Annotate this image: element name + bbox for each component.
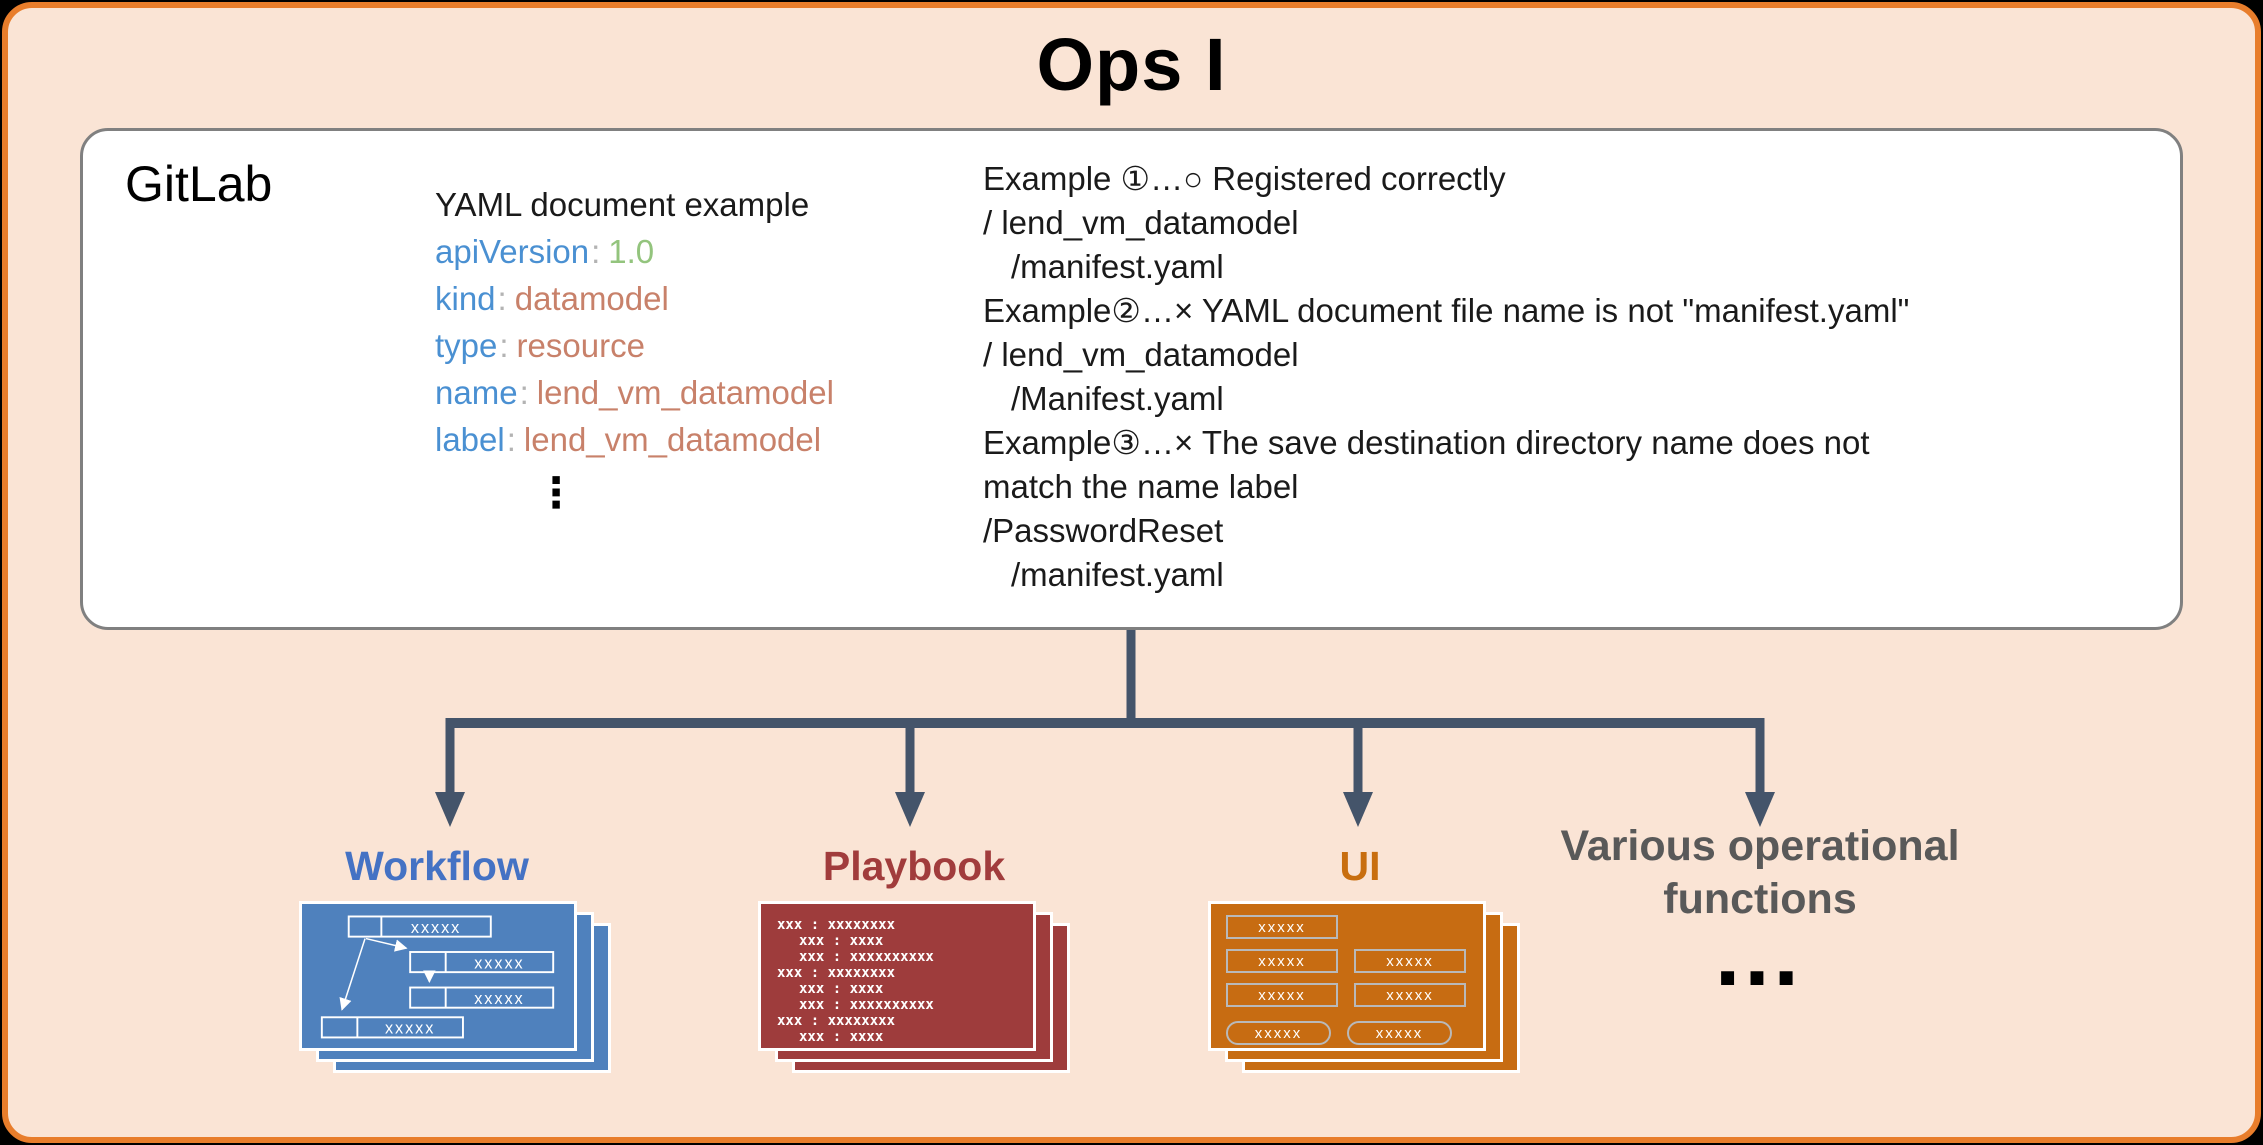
- slide-title: Ops I: [1036, 23, 1227, 106]
- yaml-separator: :: [497, 280, 507, 317]
- playbook-line: xxx : xxxxxxxxxx: [799, 949, 934, 965]
- gitlab-label: GitLab: [125, 156, 273, 212]
- flow-arrow: [339, 938, 366, 1011]
- task-bar-label: xxxxx: [385, 1020, 435, 1038]
- playbook-line: xxx : xxxx: [799, 933, 884, 949]
- example-line: match the name label: [983, 468, 1299, 505]
- task-bar: [347, 915, 492, 938]
- playbook-line: xxx : xxxxxxxx: [777, 917, 896, 933]
- task-bar-label: xxxxx: [411, 919, 461, 937]
- various-functions-label: Various operational functions: [1560, 822, 1960, 923]
- ui-label: UI: [1339, 843, 1381, 889]
- ui-field: xxxxx: [1226, 949, 1338, 973]
- example-line: /manifest.yaml: [1011, 556, 1224, 593]
- example-line: /manifest.yaml: [1011, 248, 1224, 285]
- workflow-label: Workflow: [345, 843, 529, 889]
- playbook-code: xxx : xxxxxxxx xxx : xxxx xxx : xxxxxxxx…: [761, 904, 1033, 1048]
- yaml-value: datamodel: [514, 280, 669, 317]
- task-bar-label: xxxxx: [474, 990, 524, 1008]
- yaml-continuation-ellipsis: ⋮: [535, 469, 577, 516]
- playbook-label: Playbook: [822, 843, 1006, 889]
- playbook-card: xxx : xxxxxxxx xxx : xxxx xxx : xxxxxxxx…: [758, 901, 1072, 1077]
- workflow-card: xxxxx xxxxx xxxxx xxxxx: [299, 901, 613, 1077]
- more-functions-ellipsis: …: [1711, 903, 1809, 1005]
- playbook-line: xxx : xxxx: [799, 1029, 884, 1045]
- yaml-row-kind: kind:datamodel: [435, 275, 834, 322]
- ui-button-pill: xxxxx: [1347, 1021, 1452, 1045]
- ui-field: xxxxx: [1226, 983, 1338, 1007]
- example-line: Example ①…○ Registered correctly: [983, 160, 1506, 197]
- yaml-value: lend_vm_datamodel: [536, 374, 834, 411]
- yaml-value: 1.0: [608, 233, 655, 270]
- example-line: /Manifest.yaml: [1011, 380, 1224, 417]
- task-bar-label: xxxxx: [474, 954, 524, 972]
- example-line: Example②…× YAML document file name is no…: [983, 292, 1910, 329]
- yaml-row-type: type:resource: [435, 322, 834, 369]
- workflow-diagram: xxxxx xxxxx xxxxx xxxxx: [320, 915, 555, 1039]
- example-line: / lend_vm_datamodel: [983, 336, 1299, 373]
- yaml-separator: :: [591, 233, 601, 270]
- yaml-separator: :: [519, 374, 529, 411]
- ui-field: xxxxx: [1354, 949, 1466, 973]
- task-bar: [409, 951, 555, 974]
- yaml-key: apiVersion: [435, 233, 590, 270]
- gitlab-panel: GitLab YAML document example apiVersion:…: [80, 128, 2183, 630]
- registration-examples-block: Example ①…○ Registered correctly / lend_…: [983, 157, 1909, 597]
- yaml-example-block: YAML document example apiVersion:1.0 kin…: [435, 181, 834, 516]
- yaml-example-header: YAML document example: [435, 186, 810, 223]
- yaml-key: label: [435, 421, 505, 458]
- example-line: Example③…× The save destination director…: [983, 424, 1870, 461]
- card-layer-front: xxxxx xxxxx xxxxx xxxxx: [299, 901, 577, 1051]
- yaml-value: resource: [516, 327, 645, 364]
- yaml-value: lend_vm_datamodel: [523, 421, 822, 458]
- playbook-line: xxx : xxxxxxxxxx: [799, 997, 934, 1013]
- playbook-line: xxx : xxxxxxxx: [777, 965, 896, 981]
- yaml-key: kind: [435, 280, 496, 317]
- card-layer-front: xxx : xxxxxxxx xxx : xxxx xxx : xxxxxxxx…: [758, 901, 1036, 1051]
- flow-arrow: [365, 937, 408, 952]
- ui-field: xxxxx: [1226, 915, 1338, 939]
- yaml-row-name: name:lend_vm_datamodel: [435, 369, 834, 416]
- yaml-key: name: [435, 374, 518, 411]
- ui-card: xxxxx xxxxx xxxxx xxxxx xxxxx xxxxx xxxx…: [1208, 901, 1522, 1077]
- yaml-row-apiversion: apiVersion:1.0: [435, 228, 834, 275]
- yaml-row-label: label:lend_vm_datamodel: [435, 416, 834, 463]
- ui-button-pill: xxxxx: [1226, 1021, 1331, 1045]
- playbook-line: xxx : xxxxxxxx: [777, 1013, 896, 1029]
- yaml-separator: :: [499, 327, 509, 364]
- task-bar: [320, 1016, 464, 1039]
- playbook-line: xxx : xxxx: [799, 981, 884, 997]
- example-line: / lend_vm_datamodel: [983, 204, 1299, 241]
- card-layer-front: xxxxx xxxxx xxxxx xxxxx xxxxx xxxxx xxxx…: [1208, 901, 1486, 1051]
- ui-field: xxxxx: [1354, 983, 1466, 1007]
- task-bar: [409, 986, 555, 1009]
- example-line: /PasswordReset: [983, 512, 1224, 549]
- yaml-key: type: [435, 327, 498, 364]
- yaml-separator: :: [506, 421, 516, 458]
